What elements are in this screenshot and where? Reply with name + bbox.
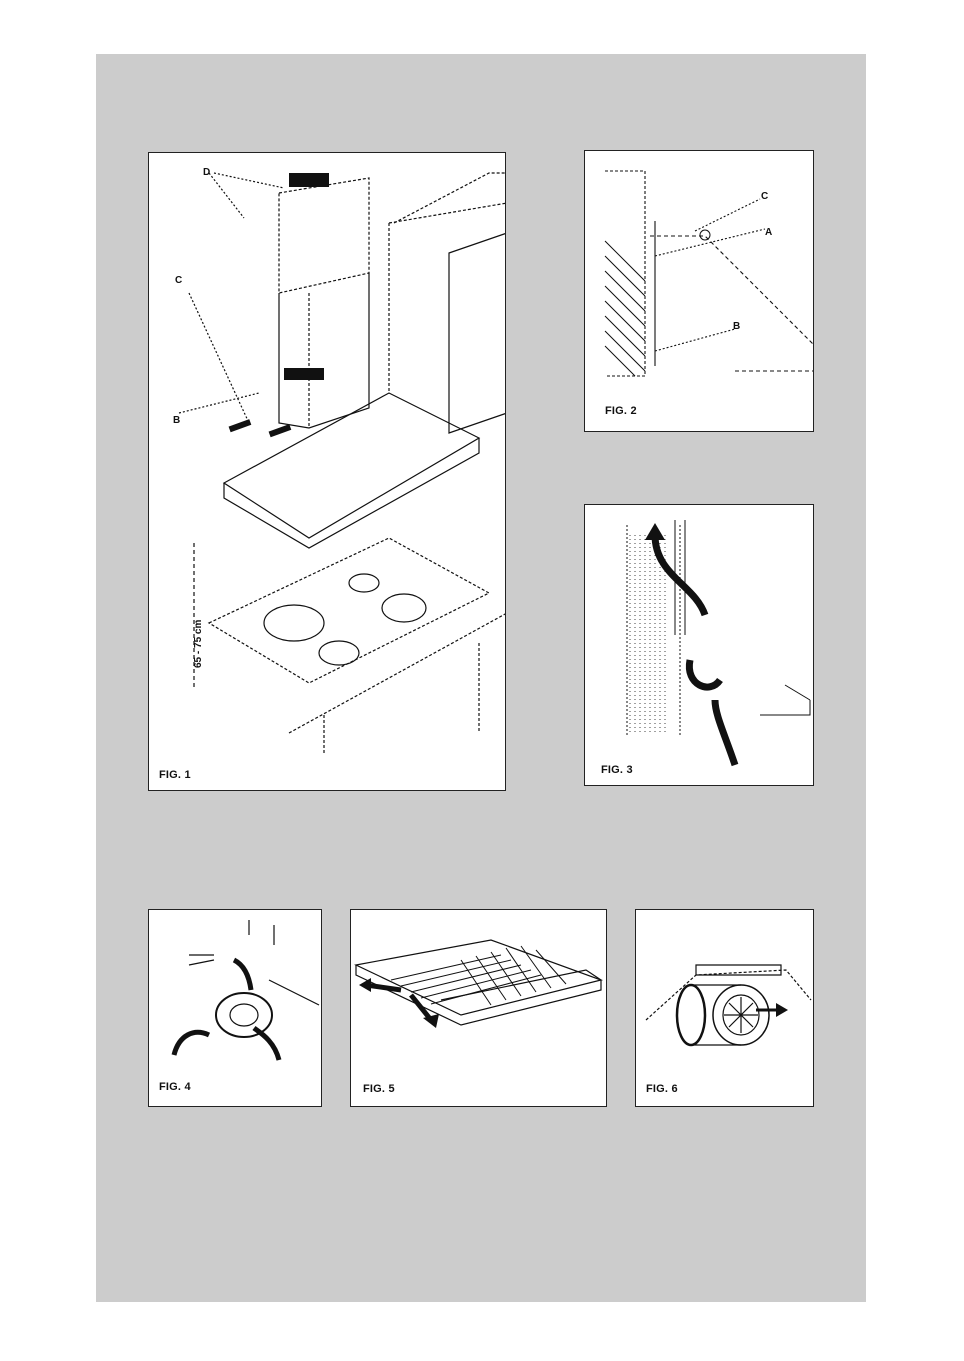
figure-3: FIG. 3 <box>584 504 814 786</box>
fig2-drawing: C A B <box>585 151 814 432</box>
fig5-drawing <box>351 910 607 1107</box>
fig1-drawing: D C B 65 - 75 cm <box>149 153 506 791</box>
figure-1: D C B 65 - 75 cm FIG. 1 <box>148 152 506 791</box>
fig2-label-b: B <box>733 321 740 332</box>
fig2-label-c: C <box>761 191 768 202</box>
figure-2: C A B FIG. 2 <box>584 150 814 432</box>
fig3-drawing <box>585 505 814 786</box>
fig4-caption: FIG. 4 <box>159 1081 191 1093</box>
fig1-label-d: D <box>203 167 210 178</box>
fig1-label-b: B <box>173 415 180 426</box>
fig3-caption: FIG. 3 <box>601 764 633 776</box>
fig1-dimension-label: 65 - 75 cm <box>193 620 204 668</box>
fig5-caption: FIG. 5 <box>363 1083 395 1095</box>
fig6-drawing <box>636 910 814 1107</box>
fig2-label-a: A <box>765 227 772 238</box>
fig1-caption: FIG. 1 <box>159 769 191 781</box>
fig1-label-c: C <box>175 275 182 286</box>
fig6-caption: FIG. 6 <box>646 1083 678 1095</box>
figure-6: FIG. 6 <box>635 909 814 1107</box>
fig2-caption: FIG. 2 <box>605 405 637 417</box>
figure-4: FIG. 4 <box>148 909 322 1107</box>
figure-5: FIG. 5 <box>350 909 607 1107</box>
fig4-drawing <box>149 910 322 1107</box>
